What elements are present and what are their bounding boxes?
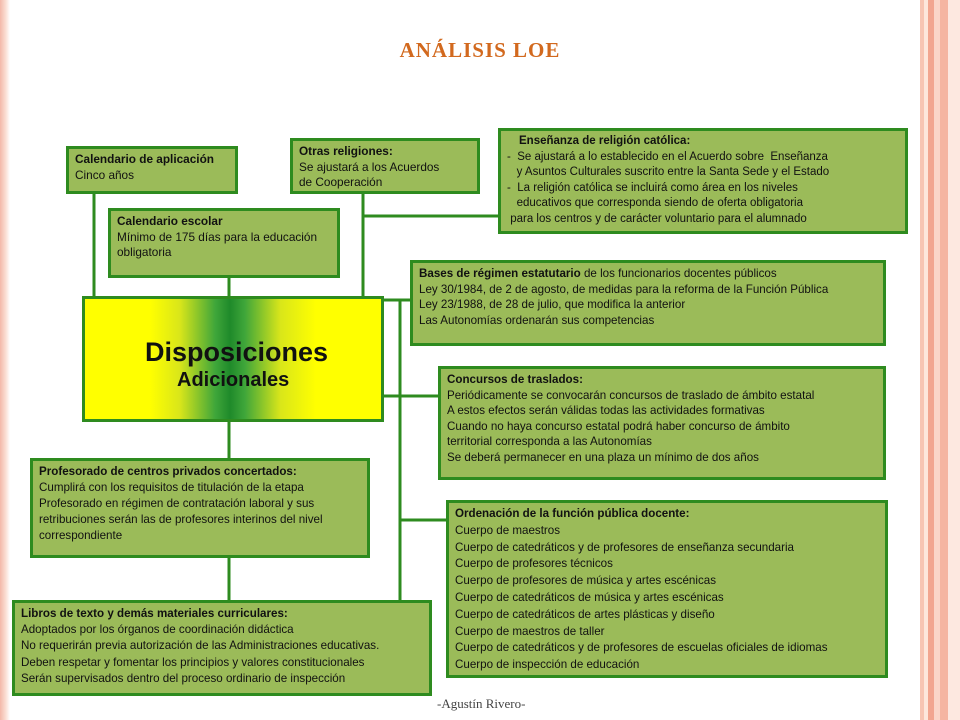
box-line: No requerirán previa autorización de las… [21, 639, 380, 653]
box-line: educativos que corresponda siendo de ofe… [507, 197, 804, 209]
box-line: Cuerpo de inspección de educación [455, 658, 640, 672]
box-religion-catolica: Enseñanza de religión católica: - Se aju… [498, 128, 908, 234]
box-heading-rest: de los funcionarios docentes públicos [580, 267, 777, 280]
box-line: Cuerpo de maestros [455, 523, 561, 537]
center-node: Disposiciones Adicionales [82, 296, 384, 422]
box-heading: Bases de régimen estatutario [419, 267, 581, 280]
box-calendario-aplicacion: Calendario de aplicación Cinco años [66, 146, 238, 194]
box-heading-line: Bases de régimen estatutario de los func… [419, 266, 878, 282]
box-line: Adoptados por los órganos de coordinació… [21, 623, 294, 637]
box-line: A estos efectos serán válidas todas las … [447, 404, 765, 417]
box-line: Periódicamente se convocarán concursos d… [447, 388, 815, 402]
box-line: Cuerpo de catedráticos de artes plástica… [455, 607, 715, 621]
box-otras-religiones: Otras religiones: Se ajustará a los Acue… [290, 138, 480, 194]
box-heading: Libros de texto y demás materiales curri… [21, 607, 288, 620]
box-line: y Asuntos Culturales suscrito entre la S… [507, 166, 830, 178]
box-heading: Profesorado de centros privados concerta… [39, 465, 297, 478]
box-line: Ley 23/1988, de 28 de julio, que modific… [419, 298, 686, 311]
box-line: Cumplirá con los requisitos de titulació… [39, 481, 304, 494]
box-line: Cuando no haya concurso estatal podrá ha… [447, 419, 790, 433]
box-heading: Otras religiones: [299, 144, 393, 158]
box-line: Cuerpo de catedráticos y de profesores d… [455, 641, 828, 655]
box-line: Deben respetar y fomentar los principios… [21, 655, 365, 669]
page-title: ANÁLISIS LOE [399, 38, 561, 62]
box-line: Ley 30/1984, de 2 de agosto, de medidas … [419, 282, 829, 296]
box-line: - Se ajustará a lo establecido en el Acu… [507, 150, 828, 163]
box-heading: Enseñanza de religión católica: [519, 135, 691, 147]
box-line: Cuerpo de catedráticos de música y artes… [455, 590, 724, 604]
box-line: retribuciones serán las de profesores in… [39, 513, 323, 526]
box-line: Cuerpo de profesores de música y artes e… [455, 574, 716, 588]
box-libros-texto: Libros de texto y demás materiales curri… [12, 600, 432, 696]
footer-author: -Agustín Rivero- [437, 696, 526, 711]
box-line: territorial corresponda a las Autonomías [447, 435, 652, 448]
box-line: Mínimo de 175 días para la educación [117, 229, 318, 244]
box-heading: Calendario de aplicación [75, 152, 214, 166]
box-heading: Calendario escolar [117, 214, 223, 228]
box-heading: Ordenación de la función pública docente… [455, 507, 690, 520]
left-border-decoration [0, 0, 10, 720]
box-line: Las Autonomías ordenarán sus competencia… [419, 313, 655, 327]
box-line: Se ajustará a los Acuerdos [299, 159, 440, 174]
box-line: Serán supervisados dentro del proceso or… [21, 671, 346, 685]
box-ordenacion-funcion: Ordenación de la función pública docente… [446, 500, 888, 678]
box-line: de Cooperación [299, 175, 383, 189]
box-bases-regimen: Bases de régimen estatutario de los func… [410, 260, 886, 346]
box-line: - La religión católica se incluirá como … [507, 181, 798, 194]
center-subtitle: Adicionales [177, 369, 290, 391]
box-line: para los centros y de carácter voluntari… [507, 212, 807, 225]
box-line: Cuerpo de maestros de taller [455, 624, 605, 638]
box-profesorado-concertados: Profesorado de centros privados concerta… [30, 458, 370, 558]
box-heading: Concursos de traslados: [447, 373, 583, 386]
box-line: correspondiente [39, 529, 123, 542]
box-calendario-escolar: Calendario escolar Mínimo de 175 días pa… [108, 208, 340, 278]
box-line: Se deberá permanecer en una plaza un mín… [447, 450, 759, 464]
box-line: Cuerpo de catedráticos y de profesores d… [455, 540, 795, 554]
box-concursos-traslados: Concursos de traslados: Periódicamente s… [438, 366, 886, 480]
right-stripes-decoration [916, 0, 960, 720]
box-line: Cuerpo de profesores técnicos [455, 557, 613, 571]
box-line: obligatoria [117, 245, 172, 259]
box-line: Profesorado en régimen de contratación l… [39, 497, 315, 510]
box-line: Cinco años [75, 167, 135, 182]
center-title: Disposiciones [145, 337, 329, 367]
